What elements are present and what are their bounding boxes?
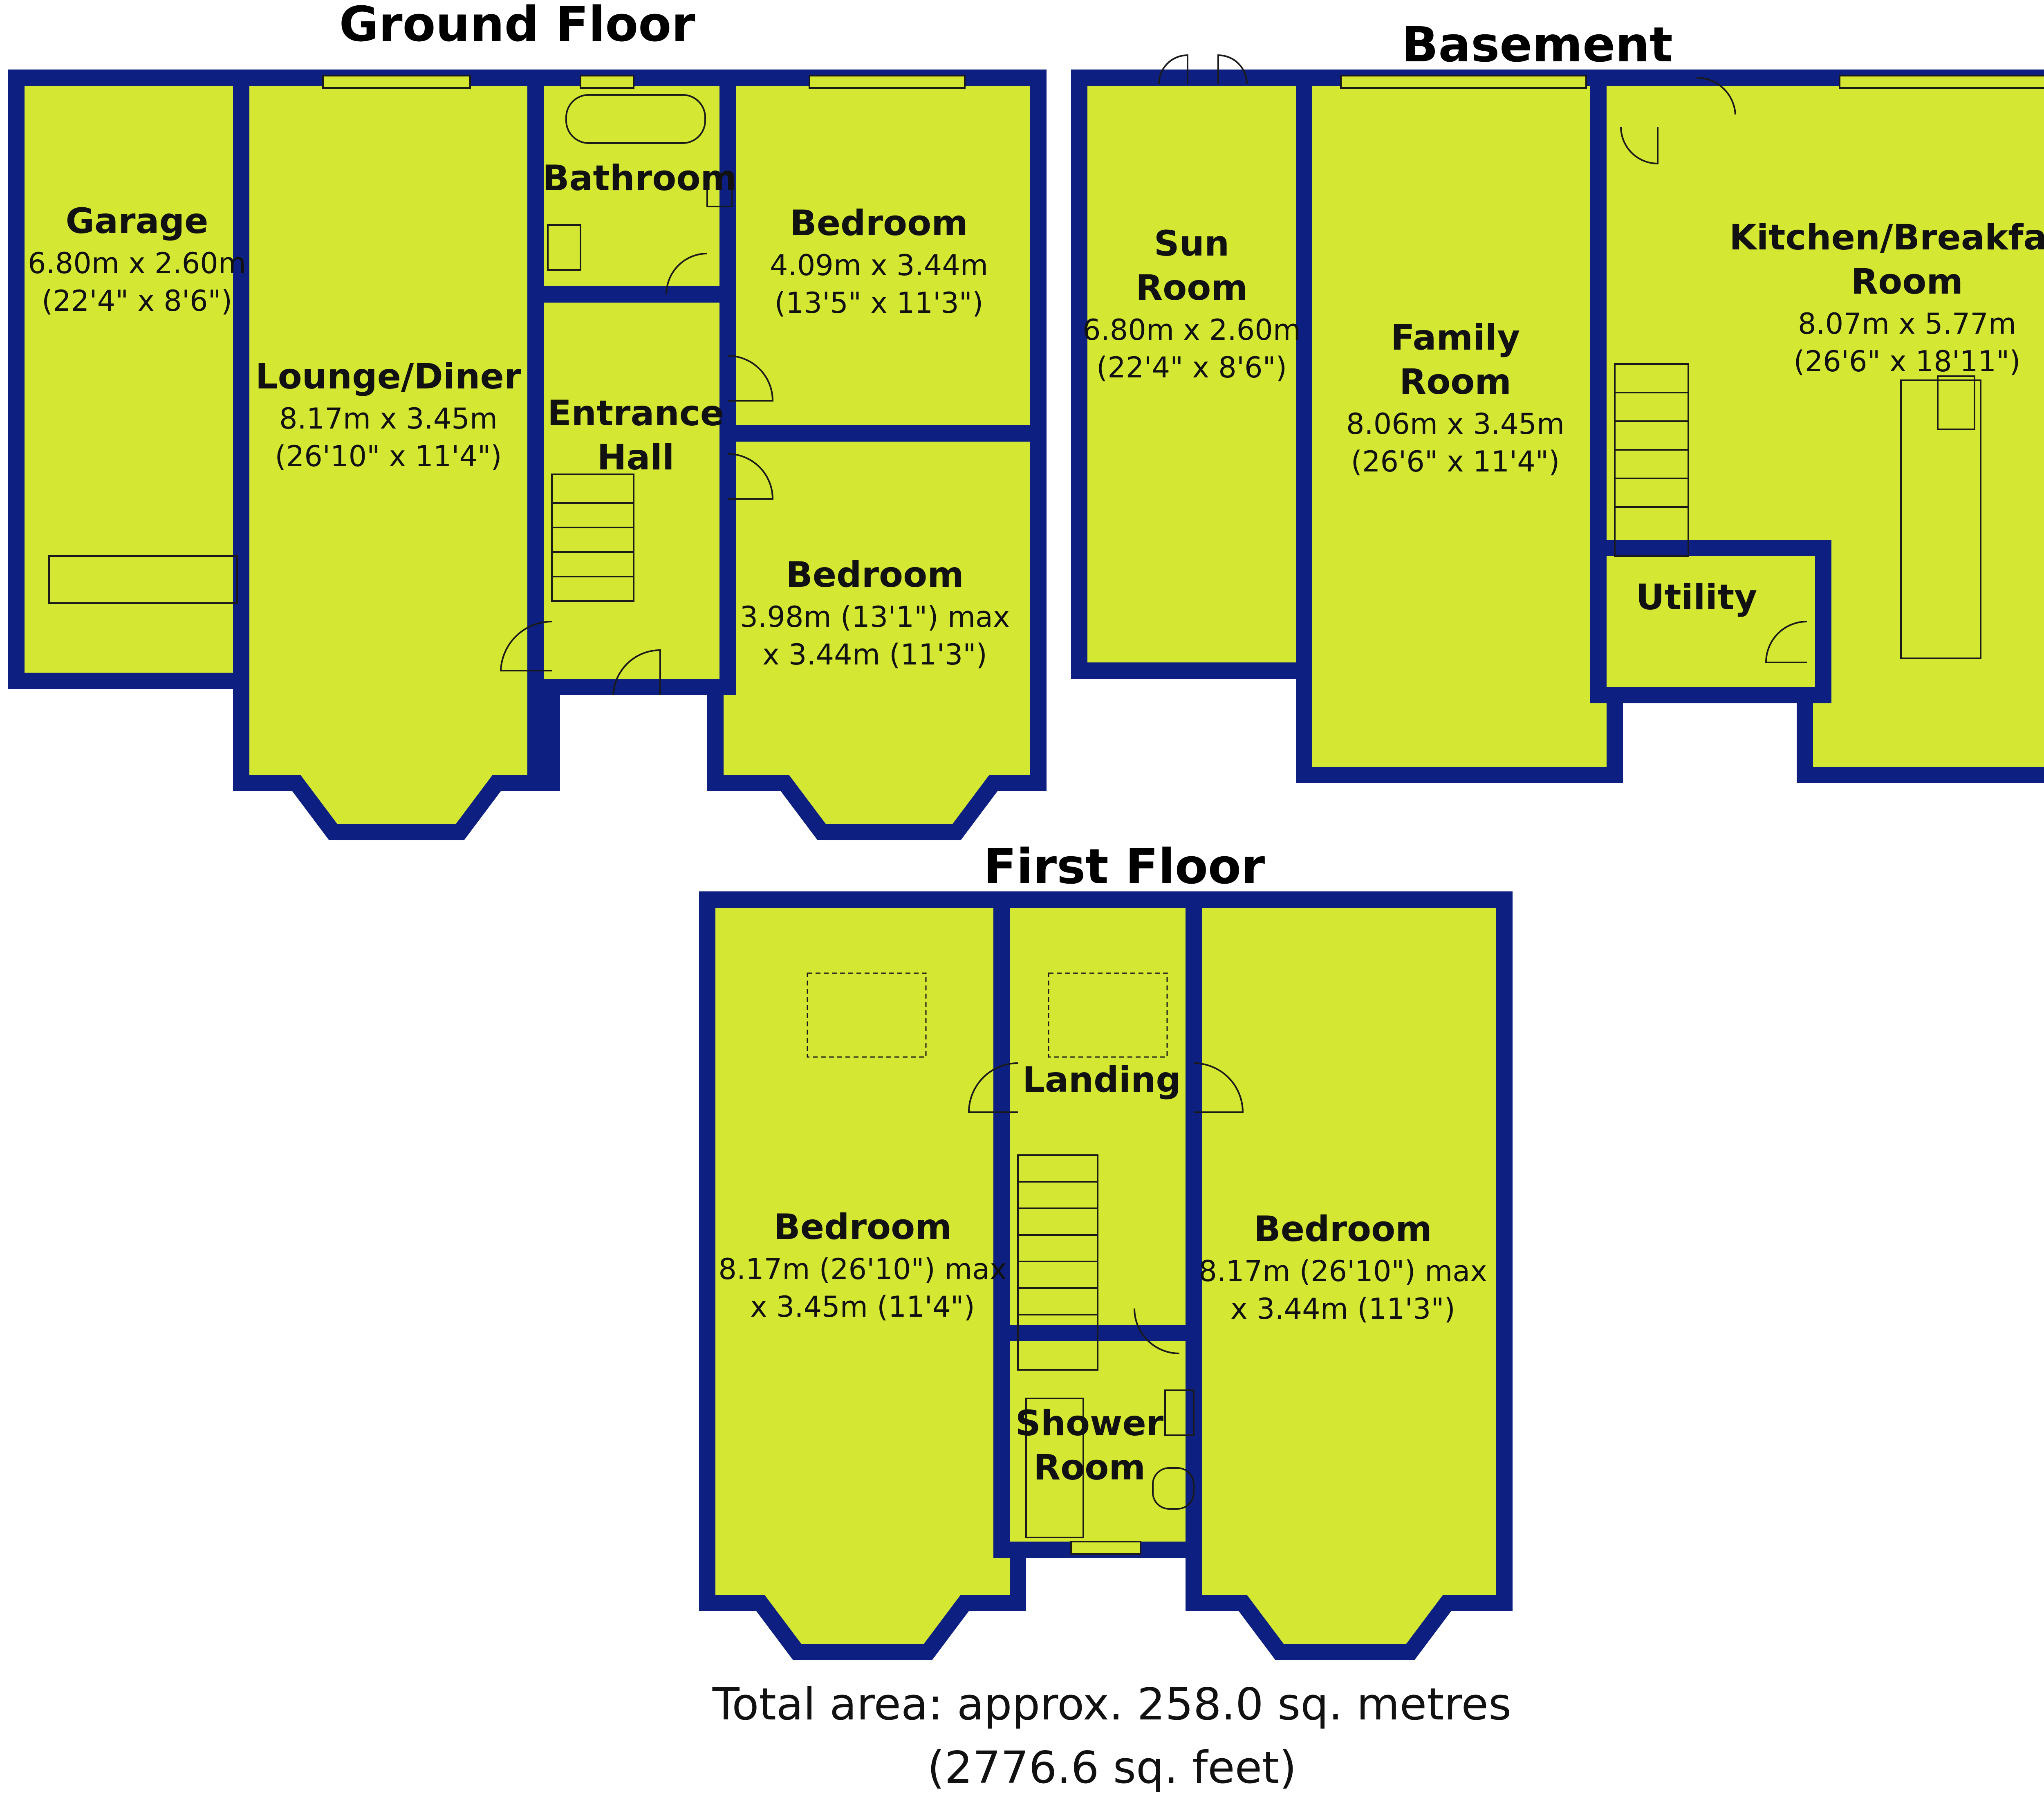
door-icon: [666, 253, 708, 295]
garage-dimension-line-1: 6.80m x 2.60m: [28, 247, 246, 280]
lounge-diner-dimension-line-2: (26'10" x 11'4"): [275, 440, 502, 473]
family-room-name-line-1: Family: [1391, 317, 1520, 358]
ground-floor-title: Ground Floor: [339, 0, 695, 52]
sun-room-name-line-2: Room: [1136, 267, 1248, 308]
lounge-diner-dimension-line-1: 8.17m x 3.45m: [279, 402, 498, 435]
staircase-icon: [551, 474, 634, 602]
utility-name: Utility: [1636, 577, 1757, 618]
basement-floor: Basement: [1071, 16, 2044, 783]
first-bedroom-left-dimension-line-1: 8.17m (26'10") max: [718, 1252, 1006, 1286]
room-labels: Garage 6.80m x 2.60m (22'4" x 8'6") Lounge/…: [28, 158, 2044, 1488]
landing-name: Landing: [1022, 1059, 1181, 1100]
door-icon: [500, 620, 552, 671]
washbasin-icon: [1164, 1389, 1195, 1436]
shower-tray-icon: [1025, 1398, 1084, 1538]
shower-room-name-line-2: Room: [1033, 1447, 1145, 1488]
washbasin-icon: [547, 224, 581, 271]
skylight-icon: [807, 972, 927, 1058]
family-room-name-line-2: Room: [1399, 361, 1511, 402]
toilet-icon: [1152, 1467, 1195, 1510]
bedroom-front-dimension-line-1: 4.09m x 3.44m: [770, 249, 988, 282]
garage-dimension-line-2: (22'4" x 8'6"): [42, 284, 232, 318]
basement-title: Basement: [1401, 16, 1672, 73]
bedroom-right-room: [1186, 891, 1513, 1660]
first-bedroom-left-dimension-line-2: x 3.45m (11'4"): [750, 1290, 975, 1324]
toilet-icon: [706, 173, 733, 207]
staircase-icon: [1017, 1154, 1098, 1371]
bathroom-name: Bathroom: [542, 158, 737, 199]
entrance-hall-name-line-1: Entrance: [547, 393, 724, 434]
garage-door-icon: [48, 555, 238, 604]
sun-room: [1071, 70, 1329, 679]
first-bedroom-right-name: Bedroom: [1254, 1209, 1432, 1250]
garage-name: Garage: [66, 201, 208, 242]
bedroom-rear-room: [707, 425, 1047, 840]
french-doors-icon: [1158, 54, 1248, 84]
kitchen-breakfast-dimension-line-2: (26'6" x 18'11"): [1793, 345, 2020, 378]
bifold-doors-icon: [1839, 75, 2044, 89]
bifold-doors-icon: [1340, 75, 1587, 89]
shower-room-name-line-1: Shower: [1015, 1403, 1164, 1444]
first-bedroom-left-name: Bedroom: [773, 1207, 952, 1248]
ground-floor: Ground Floor: [8, 0, 1047, 840]
first-floor: First Floor: [699, 838, 1513, 1660]
door-icon: [1193, 1062, 1244, 1113]
entrance-hall-name-line-2: Hall: [597, 437, 675, 478]
bath-icon: [565, 94, 706, 144]
sun-room-dimension-line-2: (22'4" x 8'6"): [1096, 351, 1287, 384]
first-bedroom-right-dimension-line-2: x 3.44m (11'3"): [1230, 1292, 1455, 1326]
window-icon: [1070, 1541, 1141, 1555]
cupboard-door-icon: [1620, 126, 1659, 165]
lounge-diner-name: Lounge/Diner: [256, 356, 522, 397]
window-icon: [580, 75, 634, 89]
total-area-metres: Total area: approx. 258.0 sq. metres: [712, 1679, 1512, 1730]
family-room-dimension-line-2: (26'6" x 11'4"): [1351, 445, 1560, 478]
bedroom-rear-dimension-line-1: 3.98m (13'1") max: [740, 600, 1010, 634]
door-icon: [1134, 1308, 1180, 1354]
door-icon: [727, 355, 774, 402]
door-icon: [968, 1062, 1018, 1113]
bedroom-front-dimension-line-2: (13'5" x 11'3"): [775, 286, 984, 320]
window-icon: [809, 75, 966, 89]
kitchen-breakfast-name-line-1: Kitchen/Breakfast: [1729, 217, 2044, 258]
family-room-dimension-line-1: 8.06m x 3.45m: [1346, 407, 1564, 441]
garage-room: [8, 70, 266, 689]
staircase-icon: [1614, 363, 1689, 557]
door-icon: [727, 453, 774, 500]
window-icon: [322, 75, 471, 89]
kitchen-breakfast-name-line-2: Room: [1851, 261, 1963, 302]
utility-room: [1590, 540, 1831, 703]
sun-room-name-line-1: Sun: [1154, 223, 1229, 264]
kitchen-breakfast-dimension-line-1: 8.07m x 5.77m: [1798, 307, 2016, 341]
door-icon: [1765, 621, 1807, 663]
front-door-icon: [612, 649, 661, 696]
first-floor-title: First Floor: [984, 838, 1265, 895]
skylight-icon: [1048, 972, 1168, 1058]
bedroom-rear-name: Bedroom: [786, 554, 964, 595]
bedroom-rear-dimension-line-2: x 3.44m (11'3"): [762, 638, 987, 671]
kitchen-island-icon: [1900, 379, 1981, 659]
first-bedroom-right-dimension-line-1: 8.17m (26'10") max: [1199, 1255, 1487, 1288]
door-icon: [1696, 76, 1736, 115]
kitchen-sink-icon: [1937, 375, 1975, 430]
sun-room-dimension-line-1: 6.80m x 2.60m: [1083, 313, 1301, 347]
bedroom-front-name: Bedroom: [790, 203, 968, 244]
total-area-feet: (2776.6 sq. feet): [927, 1742, 1296, 1793]
